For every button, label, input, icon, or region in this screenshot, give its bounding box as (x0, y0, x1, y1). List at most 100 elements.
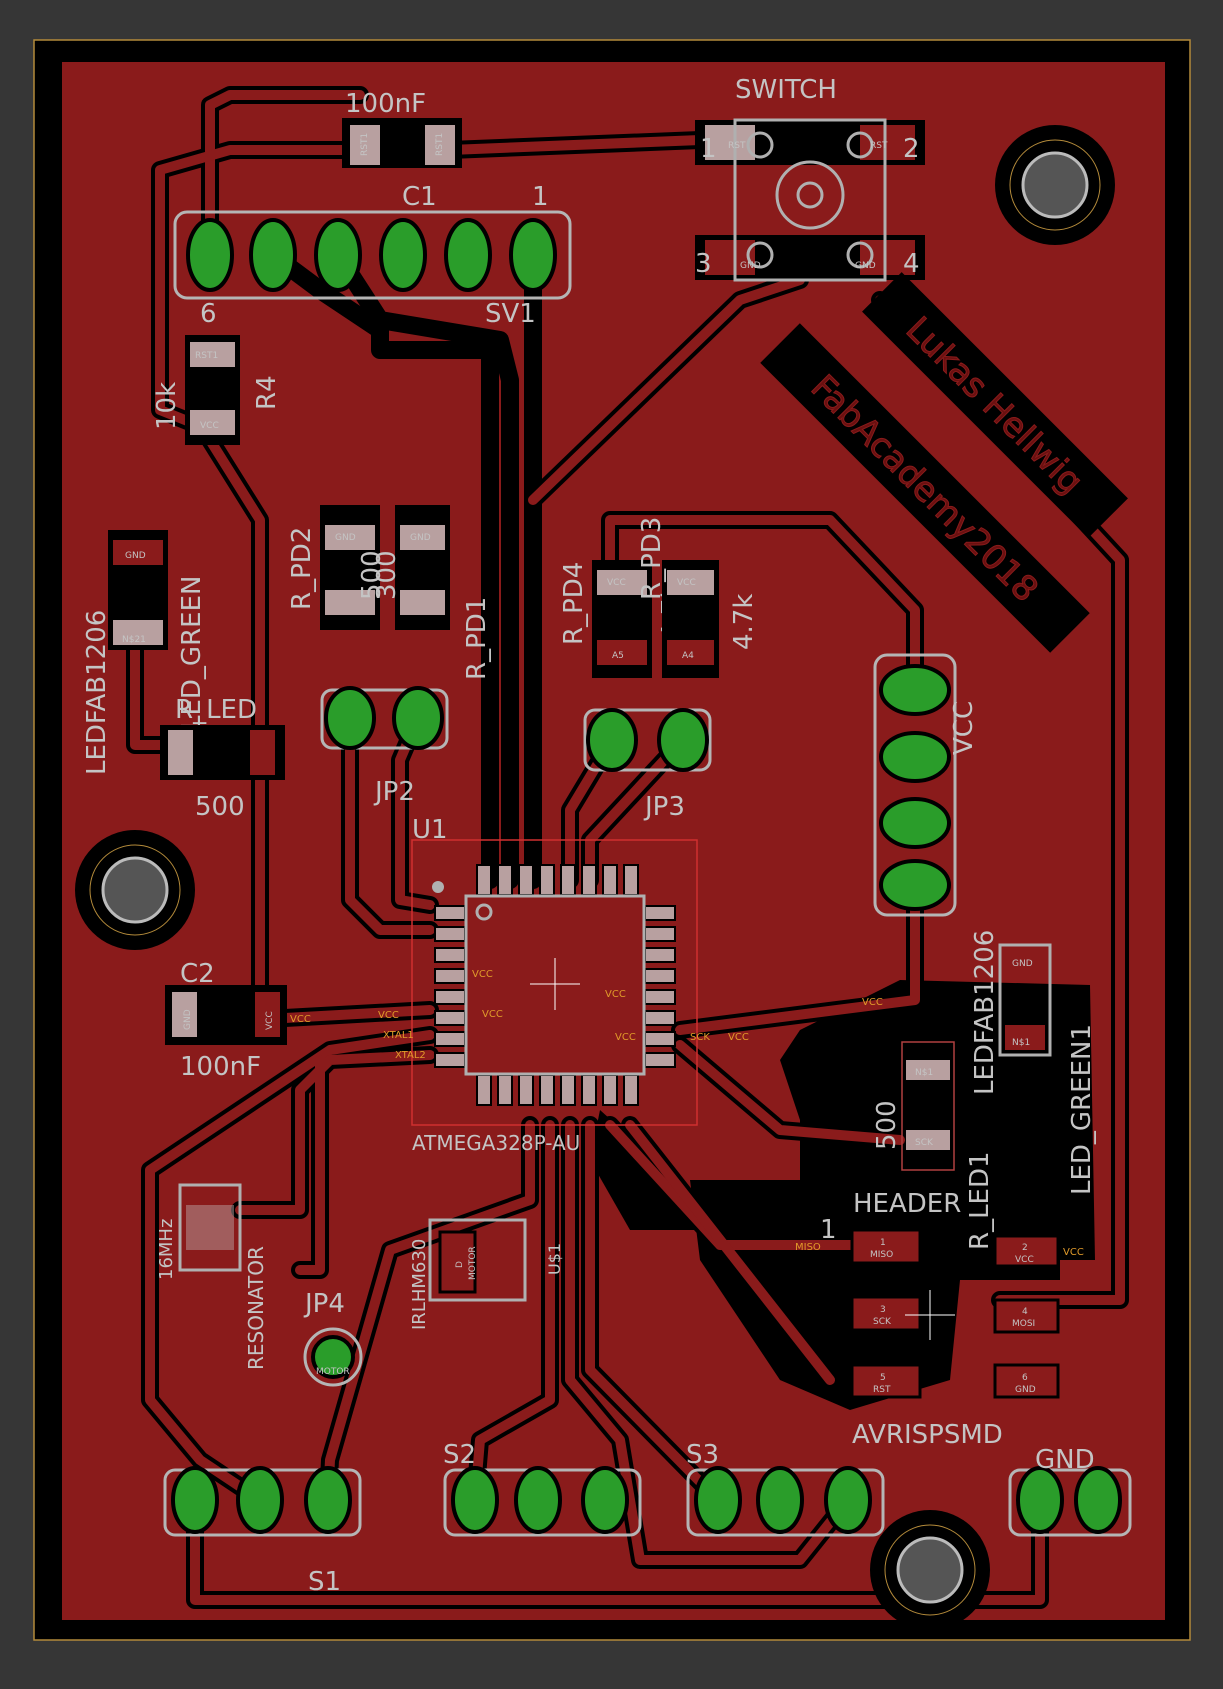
svg-text:R_PD4: R_PD4 (559, 562, 589, 645)
svg-text:1: 1 (700, 134, 717, 164)
header-gnd[interactable]: GND (1008, 1445, 1132, 1537)
svg-text:LEDFAB1206: LEDFAB1206 (82, 610, 112, 775)
chip-pin (497, 1074, 513, 1106)
svg-text:GND: GND (1035, 1445, 1095, 1475)
svg-text:A5: A5 (612, 651, 624, 661)
svg-text:3: 3 (695, 249, 712, 279)
chip-pin (644, 1031, 676, 1047)
svg-text:RST: RST (873, 1385, 891, 1395)
svg-text:RESONATOR: RESONATOR (244, 1246, 268, 1370)
svg-text:VCC: VCC (482, 1009, 503, 1020)
svg-text:1: 1 (880, 1238, 886, 1248)
resistor-r-pd2[interactable]: GND R_PD2 500 (287, 505, 387, 630)
chip-pin (602, 1074, 618, 1106)
chip-pin (560, 864, 576, 896)
svg-text:VCC: VCC (605, 989, 626, 1000)
svg-text:300: 300 (372, 550, 402, 600)
svg-text:AVRISPSMD: AVRISPSMD (852, 1420, 1003, 1450)
resistor-r-pd3[interactable]: VCC A4 R_PD3 4.7k (637, 517, 759, 678)
svg-text:100nF: 100nF (345, 89, 426, 119)
mosfet-u1[interactable]: D MOTOR IRLHM630 U$1 (409, 1218, 564, 1330)
jumper-jp4[interactable]: MOTOR JP4 (303, 1289, 363, 1387)
header-s1[interactable]: S1 (163, 1466, 362, 1597)
chip-pin (476, 1074, 492, 1106)
svg-text:500: 500 (357, 550, 387, 600)
jumper-jp3[interactable]: JP3 (583, 708, 712, 822)
svg-text:JP3: JP3 (643, 792, 685, 822)
svg-text:S2: S2 (443, 1440, 476, 1470)
chip-pin (434, 926, 466, 942)
capacitor-c2[interactable]: GND VCC C2 100nF (165, 959, 287, 1082)
resistor-r-led1[interactable]: N$1 SCK 500 R_LED1 (872, 1041, 995, 1250)
svg-text:VCC: VCC (862, 997, 883, 1008)
svg-text:N$21: N$21 (122, 635, 146, 645)
svg-text:N$1: N$1 (915, 1068, 933, 1078)
svg-text:C2: C2 (180, 959, 215, 989)
resonator[interactable]: 16MHz RESONATOR (156, 1183, 268, 1370)
chip-pin (518, 864, 534, 896)
resistor-r-pd1[interactable]: GND 300 R_PD1 (372, 505, 492, 680)
chip-pin (644, 926, 676, 942)
svg-text:100nF: 100nF (180, 1052, 261, 1082)
header-s3[interactable]: S3 (686, 1440, 885, 1537)
chip-pin (539, 1074, 555, 1106)
header-sv1[interactable]: 1 6 SV1 (173, 182, 572, 329)
chip-pin (497, 864, 513, 896)
svg-text:GND: GND (740, 261, 761, 271)
svg-text:ATMEGA328P-AU: ATMEGA328P-AU (412, 1131, 580, 1155)
header-s2[interactable]: S2 (443, 1440, 642, 1537)
svg-text:SV1: SV1 (485, 299, 536, 329)
svg-text:RST: RST (870, 141, 888, 151)
svg-text:GND: GND (125, 551, 146, 561)
switch[interactable]: SWITCH 1 2 3 4 GND GND RST RST (695, 75, 925, 282)
chip-pin (602, 864, 618, 896)
svg-text:R4: R4 (252, 375, 282, 410)
net-labels: VCC VCC VCC VCC VCC VCC XTAL1 XTAL2 SCK … (290, 969, 1084, 1258)
svg-text:VCC: VCC (728, 1032, 749, 1043)
resistor-r4[interactable]: RST1 VCC 10k R4 (152, 335, 282, 445)
svg-text:2: 2 (903, 134, 920, 164)
led-left[interactable]: GND N$21 LEDFAB1206 LED_GREEN (82, 530, 207, 775)
chip-pin (434, 947, 466, 963)
svg-text:RST1: RST1 (195, 351, 218, 361)
chip-pin (644, 905, 676, 921)
mounting-hole (870, 1510, 990, 1630)
svg-text:MOTOR: MOTOR (468, 1246, 478, 1280)
svg-text:MOTOR: MOTOR (316, 1367, 350, 1377)
capacitor-c1[interactable]: RST1 RST1 100nF C1 (342, 89, 462, 212)
chip-pin (644, 947, 676, 963)
svg-text:6: 6 (200, 299, 217, 329)
svg-text:U$1: U$1 (545, 1243, 564, 1275)
jumper-jp2[interactable]: JP2 (320, 686, 449, 807)
chip-pin (581, 1074, 597, 1106)
svg-text:SCK: SCK (915, 1138, 934, 1148)
chip-pin (476, 864, 492, 896)
svg-text:LEDFAB1206: LEDFAB1206 (970, 930, 1000, 1095)
svg-text:4: 4 (1022, 1307, 1028, 1317)
svg-text:R_PD3: R_PD3 (637, 517, 667, 600)
chip-pin (434, 1010, 466, 1026)
svg-text:VCC: VCC (607, 578, 626, 588)
svg-text:GND: GND (1012, 959, 1033, 969)
chip-pin (644, 1052, 676, 1068)
resistor-r-led[interactable]: R_LED 500 (160, 695, 285, 822)
mounting-hole (75, 830, 195, 950)
header-vcc[interactable]: VCC (873, 653, 979, 917)
led-right[interactable]: GND N$1 LEDFAB1206 LED_GREEN1 (970, 930, 1097, 1195)
svg-text:GND: GND (183, 1009, 193, 1030)
svg-text:SWITCH: SWITCH (735, 75, 837, 105)
microcontroller-u1[interactable]: U1 ATMEGA328P-AU (411, 815, 698, 1155)
svg-text:RST1: RST1 (360, 133, 370, 156)
svg-text:JP2: JP2 (373, 777, 415, 807)
chip-pin (623, 864, 639, 896)
svg-text:4.7k: 4.7k (729, 594, 759, 650)
svg-text:VCC: VCC (615, 1032, 636, 1043)
svg-text:VCC: VCC (949, 701, 979, 755)
chip-pin (434, 1031, 466, 1047)
svg-text:R_LED1: R_LED1 (965, 1151, 995, 1250)
svg-text:6: 6 (1022, 1373, 1028, 1383)
svg-text:IRLHM630: IRLHM630 (409, 1239, 430, 1330)
